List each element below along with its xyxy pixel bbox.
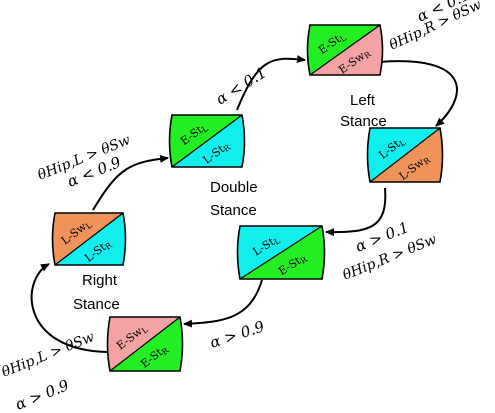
- state-outline: [306, 24, 384, 76]
- state-outline: [236, 225, 326, 280]
- state-divider: [54, 212, 124, 266]
- left-stance-label-line1: Left: [350, 92, 376, 109]
- arrow-double-late-to-right: [183, 279, 263, 328]
- cond-alpha-gt-0-9-bottom-left: α > 0.9: [13, 376, 72, 413]
- double-stance-label-line2: Stance: [210, 202, 257, 219]
- state-divider: [239, 225, 323, 280]
- state-divider: [369, 127, 441, 183]
- arrow-left-late-to-double-late: [325, 187, 387, 237]
- state-outline: [366, 127, 444, 183]
- state-divider: [309, 24, 381, 76]
- double-stance-label-line1: Double: [210, 179, 258, 196]
- right-stance-label-line2: Stance: [73, 296, 120, 313]
- state-divider: [109, 316, 181, 372]
- arrow-double-to-left: [236, 55, 306, 111]
- state-outline: [106, 316, 184, 372]
- right-stance-label-line1: Right: [82, 272, 118, 289]
- state-divider: [171, 114, 243, 168]
- arrow-right-late-to-double: [92, 154, 169, 211]
- state-outline: [51, 212, 127, 266]
- cond-alpha-gt-0-9-bottom: α > 0.9: [208, 317, 267, 352]
- state-outline: [168, 114, 246, 168]
- arrow-left-to-left-late: [379, 60, 458, 127]
- arrow-right-early-to-right-late: [30, 263, 108, 353]
- transition-arrows: [30, 55, 458, 353]
- left-stance-label-line2: Stance: [340, 113, 387, 130]
- cond-hip-l-gt-sw-bottom: θHip,L > θSw: [0, 329, 97, 381]
